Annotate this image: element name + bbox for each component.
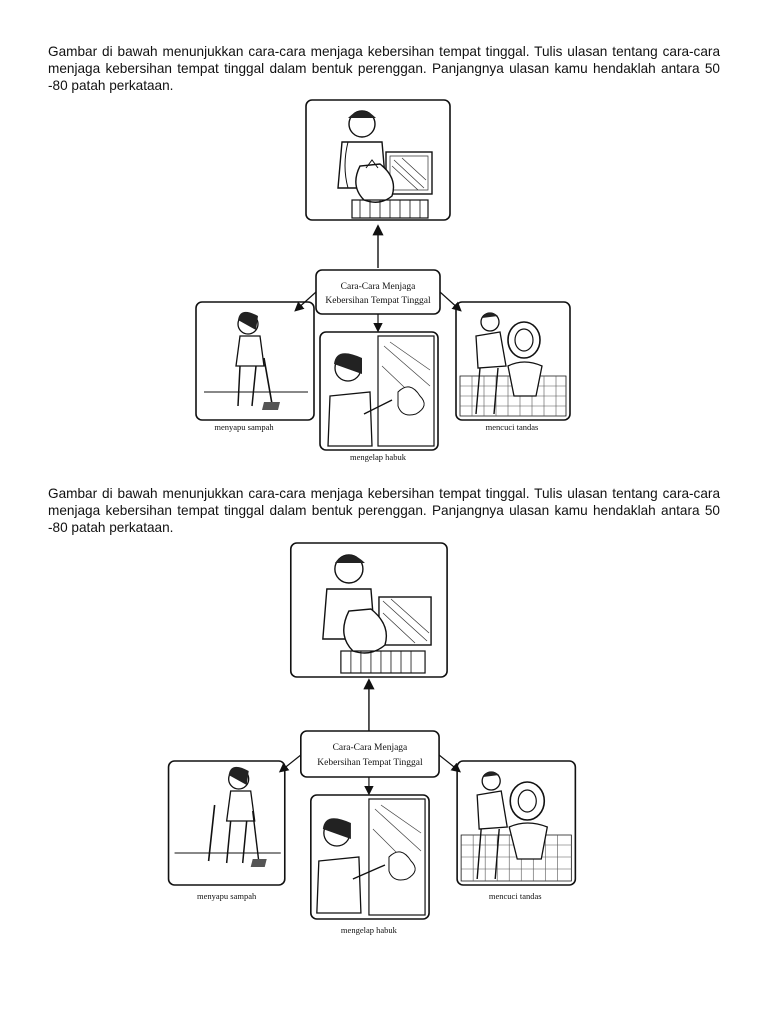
arrow-right [439,755,459,771]
cleanliness-diagram: Cara-Cara Menjaga Kebersihan Tempat Ting… [80,96,688,476]
center-title-line2: Kebersihan Tempat Tinggal [325,296,431,306]
toilet-panel [456,302,570,420]
caption-toilet: mencuci tandas [486,422,539,432]
caption-dusting: mengelap habuk [350,452,407,462]
cleanliness-diagram: Cara-Cara Menjaga Kebersihan Tempat Ting… [94,535,703,915]
center-title-line1: Cara-Cara Menjaga [341,282,416,292]
sweeping-panel [196,302,314,420]
center-box: Cara-Cara Menjaga Kebersihan Tempat Ting… [316,270,440,314]
instruction-paragraph: Gambar di bawah menunjukkan cara-cara me… [48,485,720,536]
diagram-svg: Cara-Cara Menjaga Kebersihan Tempat Ting… [80,96,688,476]
caption-sweeping: menyapu sampah [197,891,257,901]
instruction-paragraph: Gambar di bawah menunjukkan cara-cara me… [48,43,720,94]
arrow-right [440,292,460,310]
dusting-panel [311,795,429,919]
trash-panel [291,543,447,677]
caption-dusting: mengelap habuk [341,925,398,935]
toilet-panel [457,761,575,885]
center-title-line2: Kebersihan Tempat Tinggal [317,758,423,768]
trash-panel [306,100,450,220]
arrow-left [296,292,316,310]
diagram-svg: Cara-Cara Menjaga Kebersihan Tempat Ting… [94,535,703,943]
sweeping-panel [169,761,285,885]
caption-sweeping: menyapu sampah [214,422,274,432]
center-title-line1: Cara-Cara Menjaga [333,743,408,753]
dusting-panel [320,332,438,450]
caption-toilet: mencuci tandas [489,891,542,901]
center-box: Cara-Cara Menjaga Kebersihan Tempat Ting… [301,731,439,777]
